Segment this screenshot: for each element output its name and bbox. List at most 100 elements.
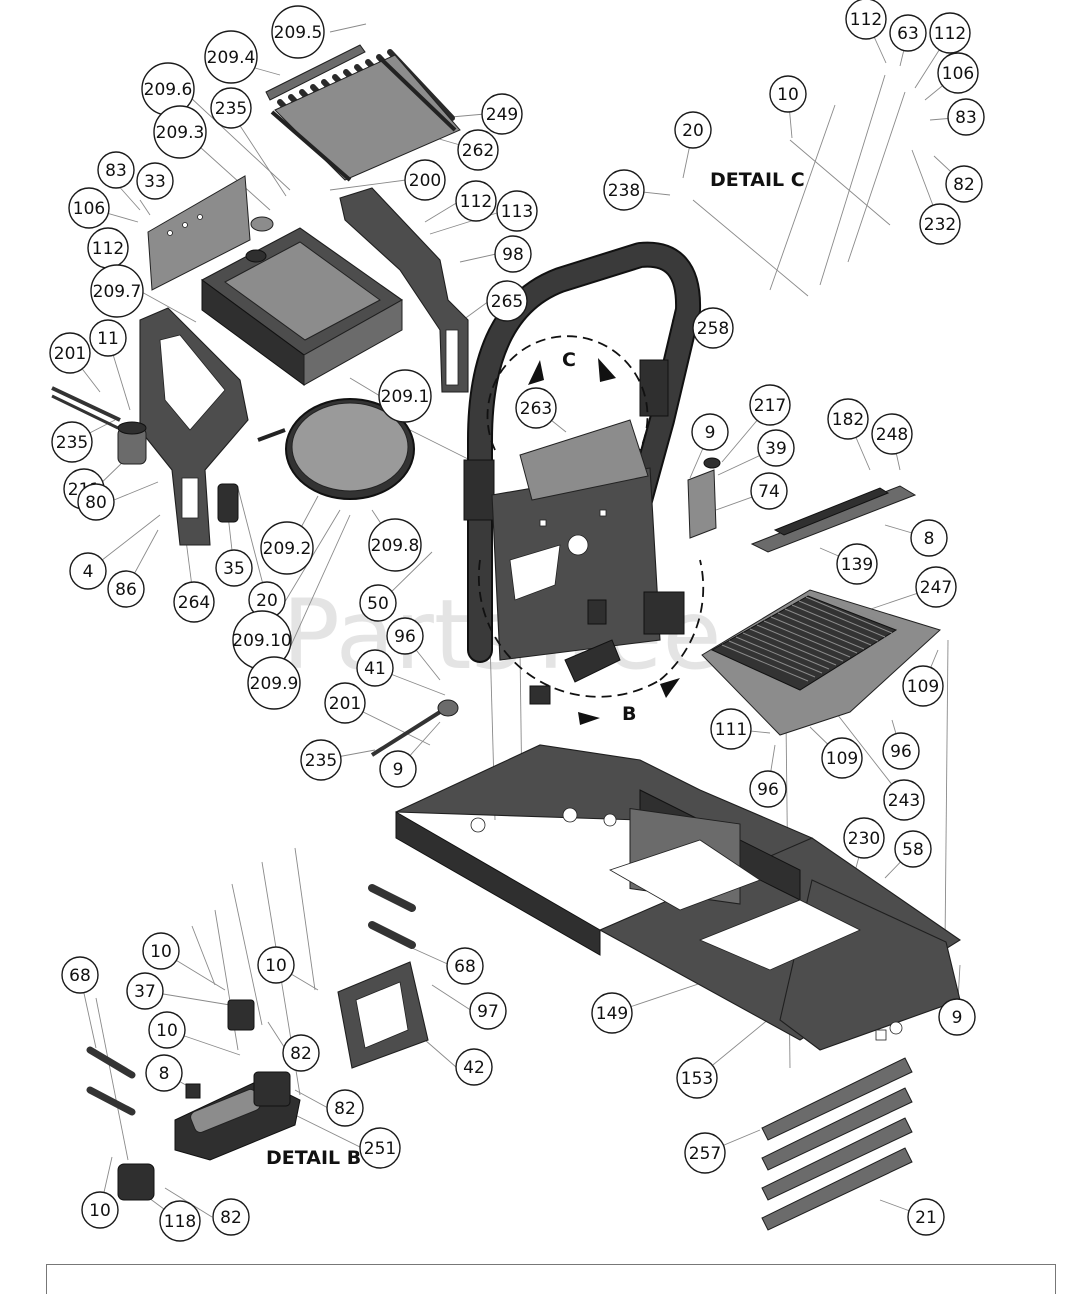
callout-112-a: 112: [87, 227, 129, 269]
callout-label: 209.5: [274, 23, 323, 43]
callout-label: 20: [682, 121, 704, 141]
callout-8-a: 8: [910, 519, 948, 557]
callout-label: 238: [608, 181, 640, 201]
callout-label: 68: [454, 957, 476, 977]
left-side-bracket: [139, 307, 249, 546]
callout-209-1: 209.1: [378, 369, 432, 423]
callout-209-2: 209.2: [260, 521, 314, 575]
detail-b-label: DETAIL B: [266, 1147, 361, 1169]
detail-b-components: [529, 591, 685, 705]
detail-b-assembly: [86, 884, 429, 1201]
callout-230: 230: [843, 817, 885, 859]
callout-235-c: 235: [300, 739, 342, 781]
callout-82-b: 82: [282, 1034, 320, 1072]
callout-label: 97: [477, 1002, 499, 1022]
callout-243: 243: [883, 779, 925, 821]
callout-232: 232: [919, 203, 961, 245]
throttle-cable: [370, 699, 459, 757]
callout-label: 249: [486, 105, 518, 125]
callout-label: 232: [924, 215, 956, 235]
callout-209-4: 209.4: [204, 30, 258, 84]
callout-9-c: 9: [938, 998, 976, 1036]
callout-label: 33: [144, 172, 166, 192]
callout-68-a: 68: [61, 956, 99, 994]
callout-10-c: 10: [148, 1011, 186, 1049]
callout-98: 98: [494, 235, 532, 273]
callout-83-a: 83: [97, 151, 135, 189]
callout-label: 58: [902, 840, 924, 860]
callout-label: 98: [502, 245, 524, 265]
callout-label: 35: [223, 559, 245, 579]
callout-182: 182: [827, 398, 869, 440]
callout-262: 262: [457, 129, 499, 171]
callout-41: 41: [356, 649, 394, 687]
callout-label: 41: [364, 659, 386, 679]
callout-96-b: 96: [749, 770, 787, 808]
callout-74: 74: [750, 472, 788, 510]
callout-label: 112: [460, 192, 492, 212]
callout-248: 248: [871, 413, 913, 455]
callout-label: 265: [491, 292, 523, 312]
callout-10-a: 10: [769, 75, 807, 113]
detail-c-label: DETAIL C: [710, 169, 805, 191]
footer-frame: [46, 1264, 1056, 1294]
callout-label: 42: [463, 1058, 485, 1078]
callout-247: 247: [915, 566, 957, 608]
callout-238: 238: [603, 169, 645, 211]
battery-module: [217, 483, 239, 523]
callout-label: 262: [462, 141, 494, 161]
callout-201-a: 201: [49, 332, 91, 374]
callout-82-d: 82: [212, 1198, 250, 1236]
callout-113: 113: [496, 190, 538, 232]
callout-249: 249: [481, 93, 523, 135]
callout-label: 82: [953, 175, 975, 195]
callout-label: 149: [596, 1004, 628, 1024]
callout-10-d: 10: [257, 946, 295, 984]
callout-118: 118: [159, 1200, 201, 1242]
callout-label: 96: [394, 627, 416, 647]
callout-label: 201: [54, 344, 86, 364]
callout-label: 243: [888, 791, 920, 811]
callout-label: 9: [952, 1008, 963, 1028]
callout-82-a: 82: [945, 165, 983, 203]
callout-37: 37: [126, 972, 164, 1010]
callout-10-e: 10: [81, 1191, 119, 1229]
right-side-bracket: [339, 187, 469, 393]
callout-label: 86: [115, 580, 137, 600]
callout-label: 230: [848, 829, 880, 849]
detail-b-arrow-label: B: [622, 703, 636, 725]
callout-235-b: 235: [51, 421, 93, 463]
callout-20-b: 20: [674, 111, 712, 149]
callout-209-3: 209.3: [153, 105, 207, 159]
callout-label: 10: [265, 956, 287, 976]
callout-82-c: 82: [326, 1089, 364, 1127]
callout-label: 82: [220, 1208, 242, 1228]
callout-264: 264: [173, 581, 215, 623]
callout-263: 263: [515, 387, 557, 429]
callout-139: 139: [836, 543, 878, 585]
callout-label: 74: [758, 482, 780, 502]
callout-label: 258: [697, 319, 729, 339]
callout-label: 112: [850, 10, 882, 30]
callout-label: 10: [156, 1021, 178, 1041]
callout-label: 264: [178, 593, 210, 613]
callout-label: 10: [777, 85, 799, 105]
callout-109-b: 109: [821, 737, 863, 779]
callout-257: 257: [684, 1132, 726, 1174]
callout-label: 21: [915, 1208, 937, 1228]
callout-201-b: 201: [324, 682, 366, 724]
callout-label: 83: [105, 161, 127, 181]
callout-label: 251: [364, 1139, 396, 1159]
callout-label: 118: [164, 1212, 196, 1232]
callout-label: 263: [520, 399, 552, 419]
callout-layer: 209.5209.4209.6235209.324926220083331061…: [49, 0, 985, 1242]
callout-label: 209.2: [263, 539, 312, 559]
callout-209-5: 209.5: [271, 5, 325, 59]
main-frame: [395, 744, 962, 1051]
detail-c-arrow-label: C: [562, 349, 576, 371]
callout-label: 209.9: [250, 674, 299, 694]
control-panel: [491, 419, 661, 661]
callout-label: 209.8: [371, 536, 420, 556]
callout-label: 209.1: [381, 387, 430, 407]
callout-label: 68: [69, 966, 91, 986]
